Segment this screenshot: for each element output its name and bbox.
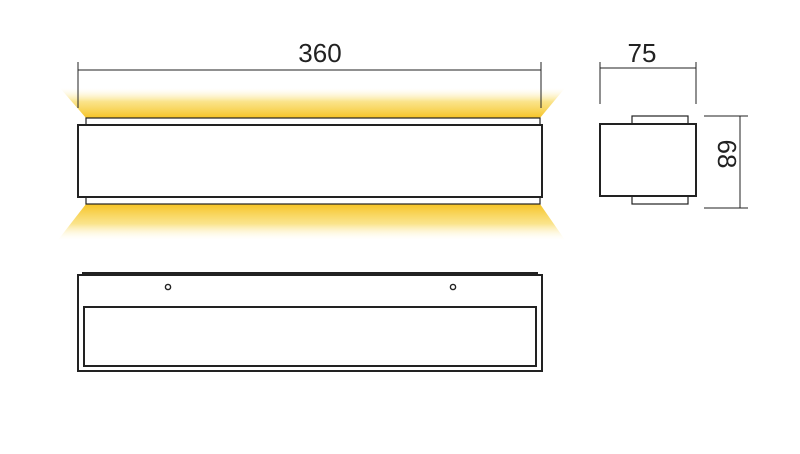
width-label: 360 [298, 38, 341, 68]
upper-light-beam [60, 88, 565, 118]
front-view-lamp [77, 117, 543, 205]
lower-light-beam [58, 204, 565, 240]
back-view-lamp [77, 272, 543, 372]
back-inner-panel [83, 306, 537, 367]
front-body [77, 124, 543, 198]
side-body [599, 123, 697, 197]
mounting-hole-left [164, 283, 172, 291]
depth-dimension [599, 62, 697, 104]
height-dimension [704, 115, 748, 209]
side-bottom-cap [631, 195, 689, 205]
mounting-hole-right [449, 283, 457, 291]
width-dimension [77, 62, 542, 108]
side-view-lamp [599, 115, 697, 205]
side-top-cap [631, 115, 689, 125]
depth-label: 75 [628, 38, 657, 68]
height-label: 68 [712, 140, 742, 169]
